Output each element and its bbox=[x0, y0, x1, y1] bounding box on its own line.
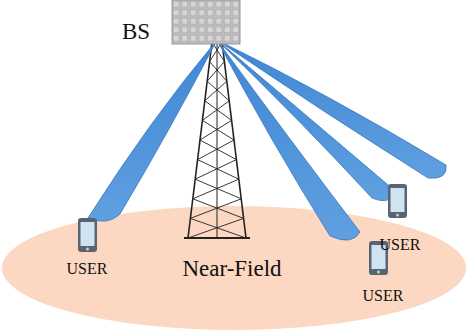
beams bbox=[88, 40, 446, 240]
antenna-array bbox=[172, 0, 240, 44]
near-field-region bbox=[2, 206, 466, 330]
user-label: USER bbox=[380, 237, 421, 253]
user-label: USER bbox=[67, 261, 108, 277]
base-station-label: BS bbox=[122, 20, 150, 43]
region-label: Near-Field bbox=[182, 257, 281, 280]
user-label: USER bbox=[363, 288, 404, 304]
